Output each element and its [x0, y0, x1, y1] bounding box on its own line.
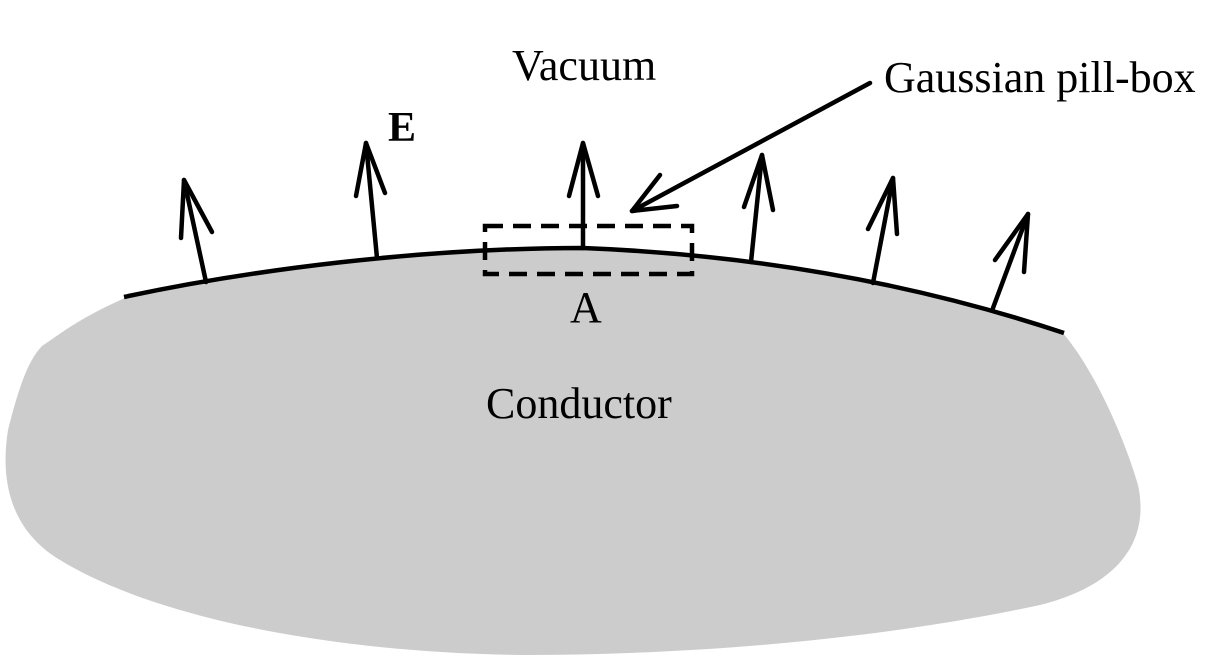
field-label: E [388, 105, 416, 151]
field-arrow-icon [353, 140, 388, 261]
field-arrow-icon [178, 177, 215, 285]
gaussian-pillbox-label: Gaussian pill-box [884, 53, 1196, 102]
pointer-arrow-icon [629, 80, 873, 214]
gaussian-pillbox [482, 223, 695, 277]
area-label: A [570, 283, 602, 332]
field-arrow-icon [865, 175, 900, 286]
conductor-body [5, 248, 1141, 655]
field-arrow-icon [566, 140, 601, 251]
field-arrow-icon [741, 152, 776, 265]
vacuum-label: Vacuum [512, 41, 656, 90]
field-arrows [178, 140, 1031, 311]
field-arrow-icon [990, 211, 1031, 311]
conductor-label: Conductor [486, 379, 672, 428]
